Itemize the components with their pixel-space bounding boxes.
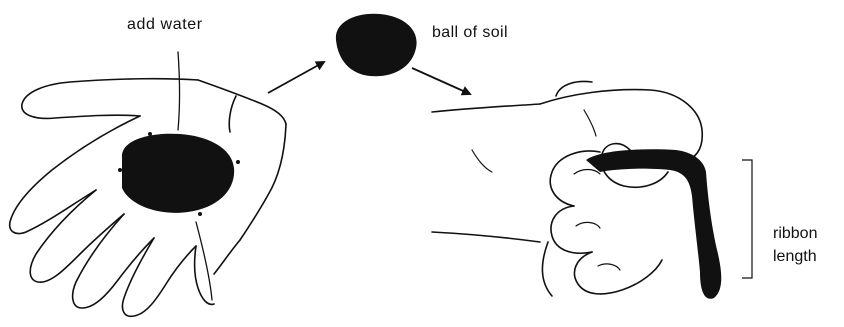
- soil-ball-icon: [336, 14, 417, 77]
- squeezing-hand-icon: [432, 82, 702, 296]
- add-water-label: add water: [127, 15, 203, 35]
- ribbon-label-line1: ribbon: [773, 224, 817, 244]
- arrow-to-hand: [412, 68, 470, 94]
- arrow-to-ball: [268, 62, 324, 93]
- ribbon-length-bracket: [742, 160, 752, 278]
- ribbon-label-line2: length: [773, 247, 817, 267]
- ball-of-soil-label: ball of soil: [432, 23, 508, 43]
- soil-patch-icon: [118, 132, 240, 216]
- soil-ribbon-icon: [586, 149, 721, 298]
